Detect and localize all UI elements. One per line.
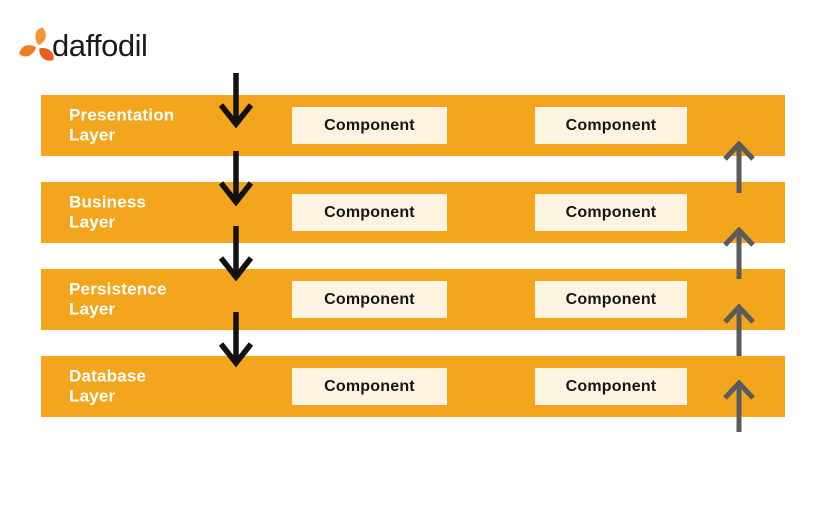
layer-persistence: Persistence Layer Component Component <box>41 269 785 330</box>
layer-persistence-label: Persistence Layer <box>69 279 167 320</box>
layer-label-line2: Layer <box>69 212 116 232</box>
up-arrow-icon <box>723 141 755 193</box>
component-box: Component <box>535 107 687 144</box>
component-box: Component <box>292 281 447 318</box>
up-arrow-icon <box>723 380 755 432</box>
component-box: Component <box>292 368 447 405</box>
daffodil-flower-icon <box>19 27 54 61</box>
layer-label-line1: Business <box>69 191 147 211</box>
up-arrow-icon <box>723 227 755 279</box>
layer-label-line1: Persistence <box>69 278 167 298</box>
layer-presentation-label: Presentation Layer <box>69 105 174 146</box>
layer-label-line1: Database <box>69 365 147 385</box>
down-arrow-icon <box>218 226 254 281</box>
logo-wordmark: daffodil <box>52 28 148 63</box>
component-box: Component <box>535 194 687 231</box>
layer-label-line2: Layer <box>69 386 116 406</box>
layer-label-line1: Presentation <box>69 104 175 124</box>
component-box: Component <box>535 281 687 318</box>
layer-presentation: Presentation Layer Component Component <box>41 95 785 156</box>
layer-database-label: Database Layer <box>69 366 146 407</box>
component-box: Component <box>292 107 447 144</box>
layer-label-line2: Layer <box>69 125 116 145</box>
layer-label-line2: Layer <box>69 299 116 319</box>
down-arrow-icon <box>218 151 254 206</box>
up-arrow-icon <box>723 304 755 356</box>
component-box: Component <box>535 368 687 405</box>
layer-business: Business Layer Component Component <box>41 182 785 243</box>
down-arrow-icon <box>218 73 254 128</box>
daffodil-logo: daffodil <box>19 25 148 67</box>
component-box: Component <box>292 194 447 231</box>
layer-database: Database Layer Component Component <box>41 356 785 417</box>
down-arrow-icon <box>218 312 254 367</box>
layer-business-label: Business Layer <box>69 192 146 233</box>
